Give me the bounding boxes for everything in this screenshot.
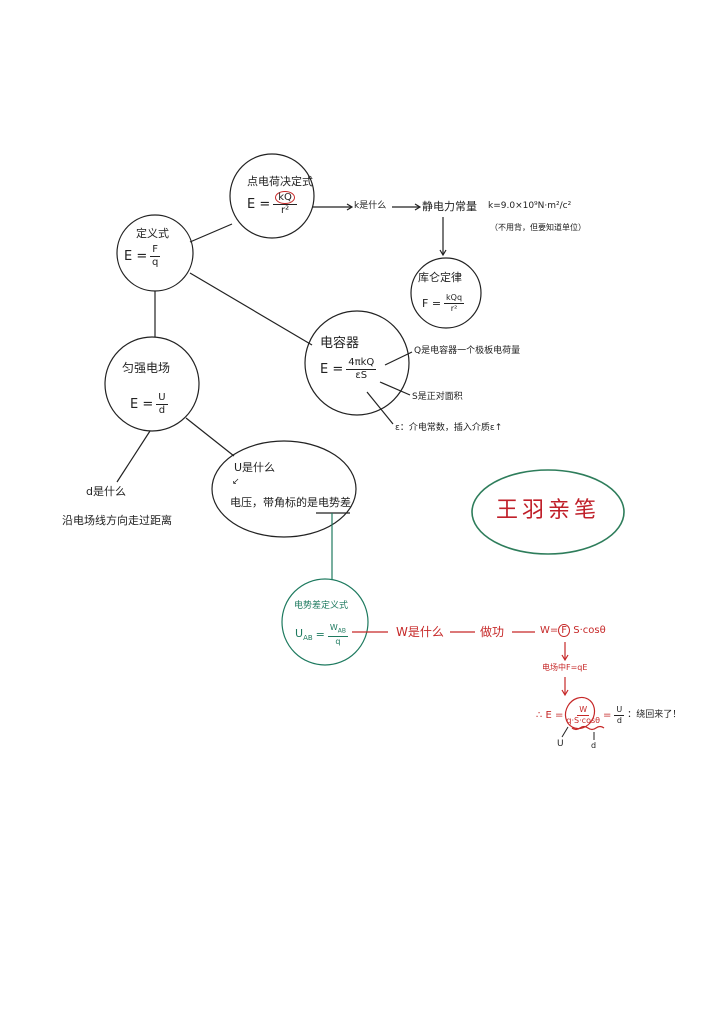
derive-den: q·S·cosθ <box>566 716 601 725</box>
uniform-field-num: U <box>156 392 168 405</box>
work-formula: W=F S·cosθ <box>540 624 606 637</box>
capacitor-fraction: 4πkQ εS <box>346 357 377 381</box>
definition-formula: E = F q <box>124 244 161 268</box>
d-question: d是什么 <box>86 485 126 498</box>
u-question-answer: 电压，带角标的是电势差 <box>230 496 351 509</box>
derive-fraction: W q·S·cosθ <box>566 706 600 725</box>
node-circle-point-charge <box>229 153 315 239</box>
label-d: d <box>591 741 597 750</box>
u-question-title: U是什么 <box>234 461 276 474</box>
work-label: 做功 <box>480 625 505 639</box>
point-charge-title: 点电荷决定式 <box>247 175 313 188</box>
capacitor-title: 电容器 <box>320 336 360 351</box>
coulomb-fraction: kQq r² <box>444 293 465 313</box>
node-circle-capacitor <box>304 310 410 416</box>
eps-note: ε：介电常数，插入介质ε↑ <box>395 423 503 433</box>
coulomb-den: r² <box>450 304 458 313</box>
potential-diff-title: 电势差定义式 <box>294 601 349 611</box>
work-formula-lhs: W= <box>540 625 559 636</box>
derive-suffix: ：绕回来了！ <box>627 710 682 720</box>
derive-den2: d <box>616 716 622 725</box>
field-force: 电场中F=qE <box>542 663 588 672</box>
w-question: W是什么 <box>396 625 444 639</box>
node-circle-coulomb <box>410 257 482 329</box>
coulomb-title: 库仑定律 <box>418 271 462 284</box>
derivation-formula: ∴ E = W q·S·cosθ = U d ：绕回来了！ <box>536 706 681 725</box>
q-note: Q是电容器一个极板电荷量 <box>414 346 521 356</box>
potential-diff-num: WAB <box>327 623 349 637</box>
u-question-arrow-icon: ↙ <box>232 477 240 487</box>
node-circle-potential-diff <box>281 578 369 666</box>
uniform-field-title: 匀强电场 <box>122 361 171 375</box>
point-charge-lhs: E = <box>247 197 271 212</box>
d-answer: 沿电场线方向走过距离 <box>62 514 172 527</box>
label-u: U <box>557 739 564 749</box>
point-charge-formula: E = kQ r² <box>247 191 297 216</box>
circled-f: F <box>558 624 571 637</box>
uniform-field-formula: E = U d <box>130 393 168 416</box>
work-formula-rest: S·cosθ <box>573 625 606 636</box>
k-question: k是什么 <box>354 201 387 211</box>
circled-k: kQ <box>275 191 295 204</box>
capacitor-den: εS <box>355 370 368 381</box>
capacitor-lhs: E = <box>320 362 344 377</box>
derive-num: W <box>577 705 590 716</box>
derive-eq: = <box>603 709 612 721</box>
definition-fraction: F q <box>150 244 161 268</box>
s-note: S是正对面积 <box>412 392 463 402</box>
coulomb-formula: F = kQq r² <box>422 293 465 313</box>
definition-num: F <box>150 244 161 257</box>
uniform-field-den: d <box>158 405 166 416</box>
potential-diff-eq: = <box>315 628 325 642</box>
point-charge-den: r² <box>281 205 290 216</box>
definition-lhs: E = <box>124 249 148 264</box>
stamp-ellipse <box>471 469 625 555</box>
derive-num2: U <box>614 705 625 716</box>
definition-den: q <box>151 257 159 268</box>
coulomb-num: kQq <box>444 293 465 304</box>
capacitor-formula: E = 4πkQ εS <box>320 357 377 381</box>
potential-diff-lhs: UAB <box>295 626 313 642</box>
derive-prefix: ∴ E = <box>536 709 564 721</box>
k-answer: 静电力常量 <box>422 200 477 213</box>
coulomb-lhs: F = <box>422 297 442 310</box>
point-charge-num: kQ <box>273 191 297 205</box>
uniform-field-fraction: U d <box>156 392 168 416</box>
uniform-field-lhs: E = <box>130 397 154 412</box>
point-charge-fraction: kQ r² <box>273 191 297 216</box>
signature-stamp: 王羽亲笔 <box>496 498 601 523</box>
node-circle-uniform-field <box>104 336 200 432</box>
derive-fraction-2: U d <box>614 705 625 725</box>
capacitor-num: 4πkQ <box>346 357 377 370</box>
definition-title: 定义式 <box>136 227 169 240</box>
k-note: （不用背，但要知道单位） <box>490 223 586 232</box>
potential-diff-formula: UAB = WAB q <box>295 623 349 646</box>
potential-diff-fraction: WAB q <box>327 623 349 646</box>
node-ellipse-u-question <box>211 440 357 538</box>
potential-diff-den: q <box>335 636 341 646</box>
k-value: k=9.0×10⁹N·m²/c² <box>488 201 572 211</box>
